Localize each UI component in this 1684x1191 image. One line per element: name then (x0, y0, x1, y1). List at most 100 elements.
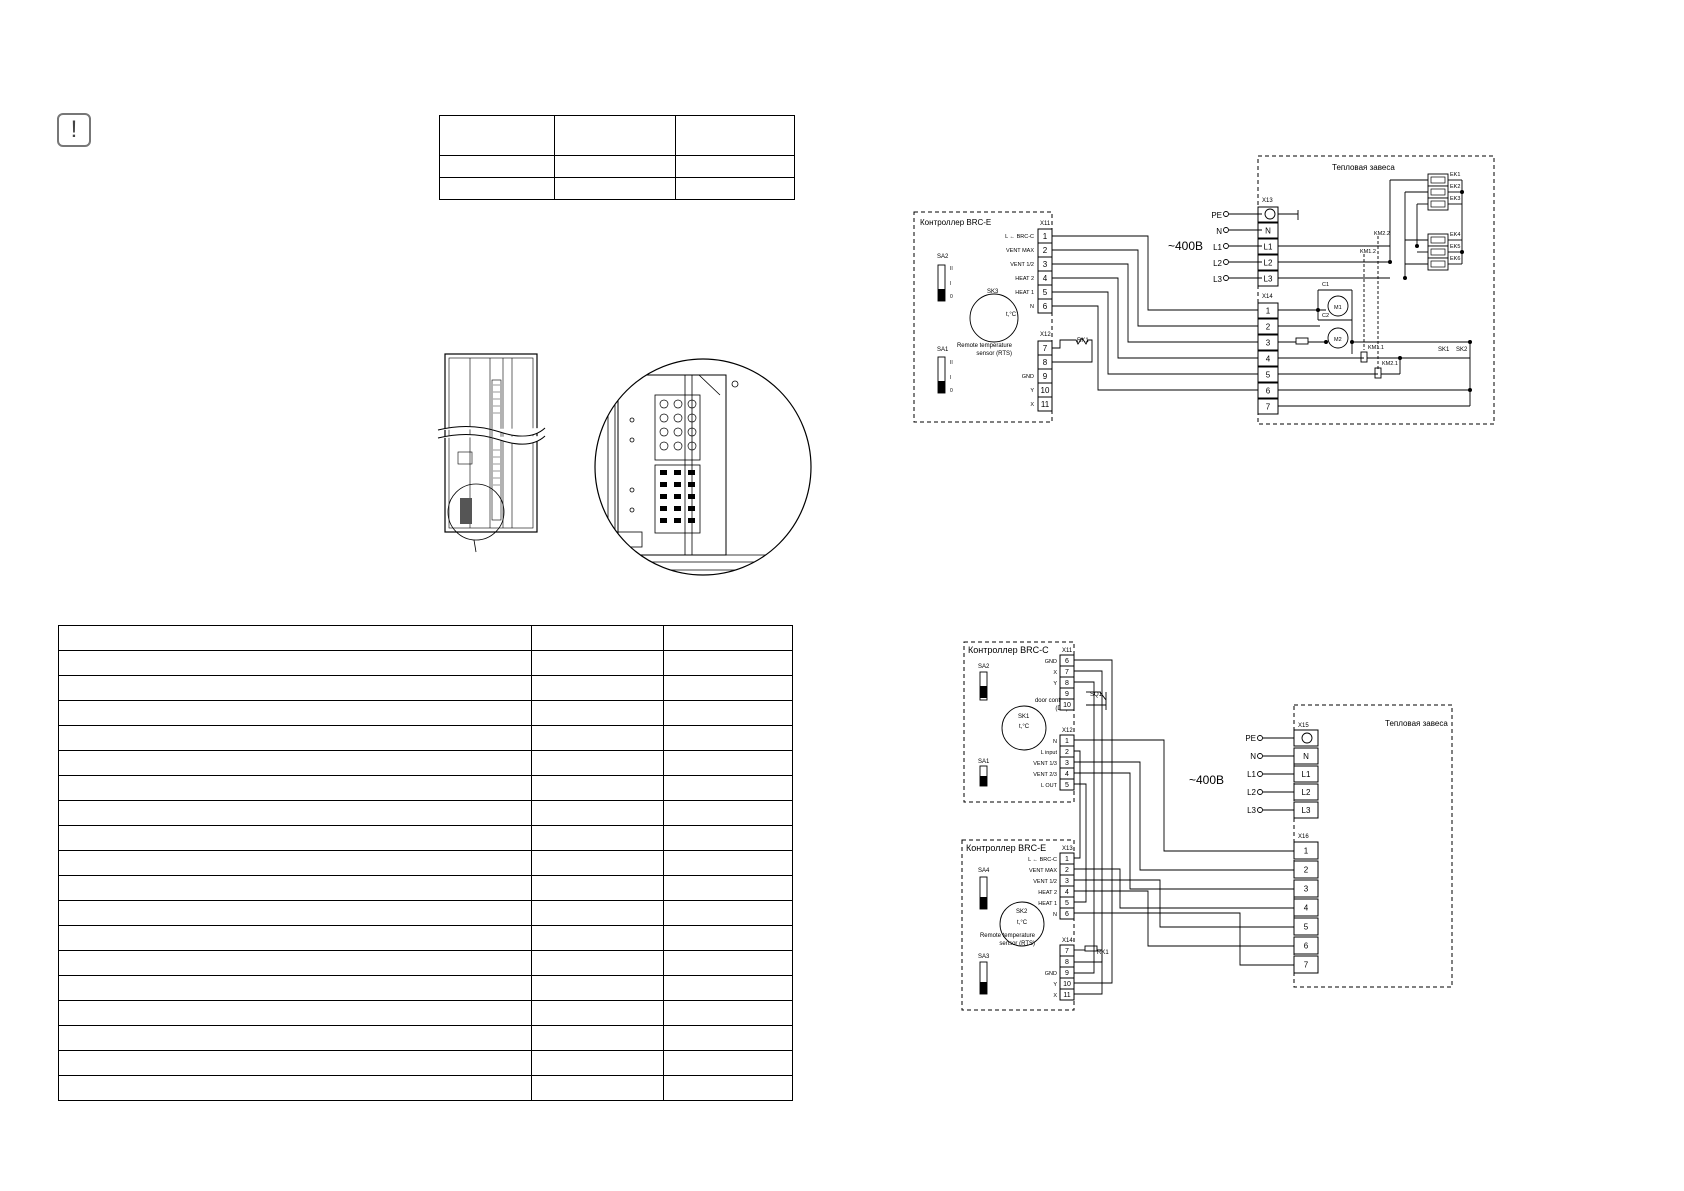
x15-terminal-PE (1293, 729, 1319, 747)
table-row (58, 975, 793, 1001)
table-row (58, 800, 793, 826)
switch-mark: II (950, 360, 953, 366)
bus-x (1074, 670, 1103, 995)
table-row (58, 950, 793, 976)
table-row (58, 700, 793, 726)
table-row (58, 825, 793, 851)
heater-EK6 (1427, 257, 1449, 271)
sa3-handle-2 (980, 982, 987, 994)
x12-terminal-10 (1037, 382, 1053, 398)
heater-core (1430, 176, 1446, 184)
x12-terminal-7 (1037, 340, 1053, 356)
brc-e-x13-4 (1059, 885, 1075, 898)
heater-label-EK4: EK4 (1450, 232, 1460, 238)
x11-terminal-2 (1037, 242, 1053, 258)
rk1-label: RK1 (1077, 338, 1089, 344)
brc-c-x12-3 (1059, 756, 1075, 769)
sk1-label-2: SK1 (1018, 714, 1030, 720)
x11-terminal-6 (1037, 298, 1053, 314)
ctrl-label-5: HEAT 1 (1015, 290, 1034, 296)
wire-ctrl-4 (1052, 277, 1258, 359)
x11-terminal-4 (1037, 270, 1053, 286)
x14-terminal-7-label: 7 (1266, 402, 1271, 411)
x15-terminal-N-label: N (1303, 752, 1309, 761)
brc-e-label-2: VENT 1/2 (1033, 879, 1057, 885)
brc-c-x12-4-label: 4 (1065, 771, 1069, 778)
table-row (58, 650, 793, 676)
brc-e-x13-1 (1059, 852, 1075, 865)
heater-EK4 (1427, 233, 1449, 247)
curtain-label-2: Тепловая завеса (1385, 719, 1448, 728)
sa2-label: SA2 (937, 254, 949, 260)
heater-core (1430, 200, 1446, 208)
x14-label: X14 (1262, 294, 1273, 300)
heater-EK1 (1427, 173, 1449, 187)
supply-label-2-N: N (1250, 752, 1256, 761)
brc-e-x14-9-label: 9 (1065, 970, 1069, 977)
supply-label-L2: L2 (1213, 259, 1222, 268)
heater-label-EK3: EK3 (1450, 196, 1460, 202)
brc-e-bus-label-4: X (1053, 993, 1057, 999)
x13-terminal-L3-label: L3 (1264, 274, 1273, 283)
x12-terminal-7-label: 7 (1043, 344, 1048, 353)
x11-terminal-6-label: 6 (1043, 302, 1048, 311)
brc-e-x13-6 (1059, 907, 1075, 920)
brc-e-x13-1-label: 1 (1065, 856, 1069, 863)
table-row (58, 750, 793, 776)
supply-point (1257, 789, 1263, 795)
x14-terminal-3-label: 3 (1266, 338, 1271, 347)
supply-point (1257, 807, 1263, 813)
supply-label-L1: L1 (1213, 243, 1222, 252)
brc-c-x12-4 (1059, 767, 1075, 780)
x15-terminal-L1 (1293, 765, 1319, 783)
supply-label-2-L3: L3 (1247, 806, 1256, 815)
brc-c-top-label-0: GND (1045, 659, 1057, 665)
voltage-label-1: ~400В (1168, 239, 1203, 253)
brc-e-x13-4-label: 4 (1065, 889, 1069, 896)
brc-c-x11-6-label: 6 (1065, 658, 1069, 665)
x11-terminal-4-label: 4 (1043, 274, 1048, 283)
wire-ctrl-6 (1052, 305, 1258, 391)
heater-core (1430, 260, 1446, 268)
wire-c-1 (1074, 739, 1294, 852)
x16-terminal-3 (1293, 879, 1319, 898)
switch-mark: 0 (950, 388, 953, 394)
sk2-label: SK2 (1456, 347, 1468, 353)
x16-label: X16 (1298, 834, 1309, 840)
supply-label-2-PE: PE (1245, 734, 1256, 743)
sa2-label-2: SA2 (978, 664, 990, 670)
wire-e-2 (1074, 868, 1294, 909)
x16-terminal-1-label: 1 (1304, 846, 1309, 855)
motor-label-2: M2 (1334, 337, 1342, 343)
x16-terminal-6-label: 6 (1304, 941, 1309, 950)
x15-terminal-L3-label: L3 (1302, 806, 1311, 815)
sa1-label: SA1 (937, 347, 949, 353)
x16-terminal-4-label: 4 (1304, 903, 1309, 912)
x14-terminal-1 (1257, 302, 1279, 319)
x16-terminal-2 (1293, 860, 1319, 879)
km-label-1: KM2.2 (1374, 231, 1390, 237)
sa4-handle-2 (980, 897, 987, 909)
x14-terminal-5 (1257, 366, 1279, 383)
x15-terminal-L1-label: L1 (1302, 770, 1311, 779)
brc-c-x11-7-label: 7 (1065, 669, 1069, 676)
table-row (58, 725, 793, 751)
brc-c-x12-1 (1059, 734, 1075, 747)
heater-label-EK1: EK1 (1450, 172, 1460, 178)
cap-label-1: C1 (1322, 282, 1329, 288)
brc-c-x11-9-label: 9 (1065, 691, 1069, 698)
x15-terminal-L2 (1293, 783, 1319, 801)
brc-e-x13-5 (1059, 896, 1075, 909)
top-table (439, 115, 795, 200)
rts-label-2-2: sensor (RTS) (999, 941, 1035, 947)
brc-c-x11-10 (1059, 698, 1075, 711)
r1-label: R1 (1265, 341, 1273, 347)
x15-terminal-N (1293, 747, 1319, 765)
brc-c-top-label-1: X (1053, 670, 1057, 676)
brc-c-x12-3-label: 3 (1065, 760, 1069, 767)
ctrl-label-2: VENT MAX (1006, 248, 1034, 254)
heater-label-EK5: EK5 (1450, 244, 1460, 250)
x13-terminal-N-label: N (1265, 226, 1271, 235)
km-label-4: KM2.1 (1382, 361, 1398, 367)
brc-e-label-1: VENT MAX (1029, 868, 1057, 874)
